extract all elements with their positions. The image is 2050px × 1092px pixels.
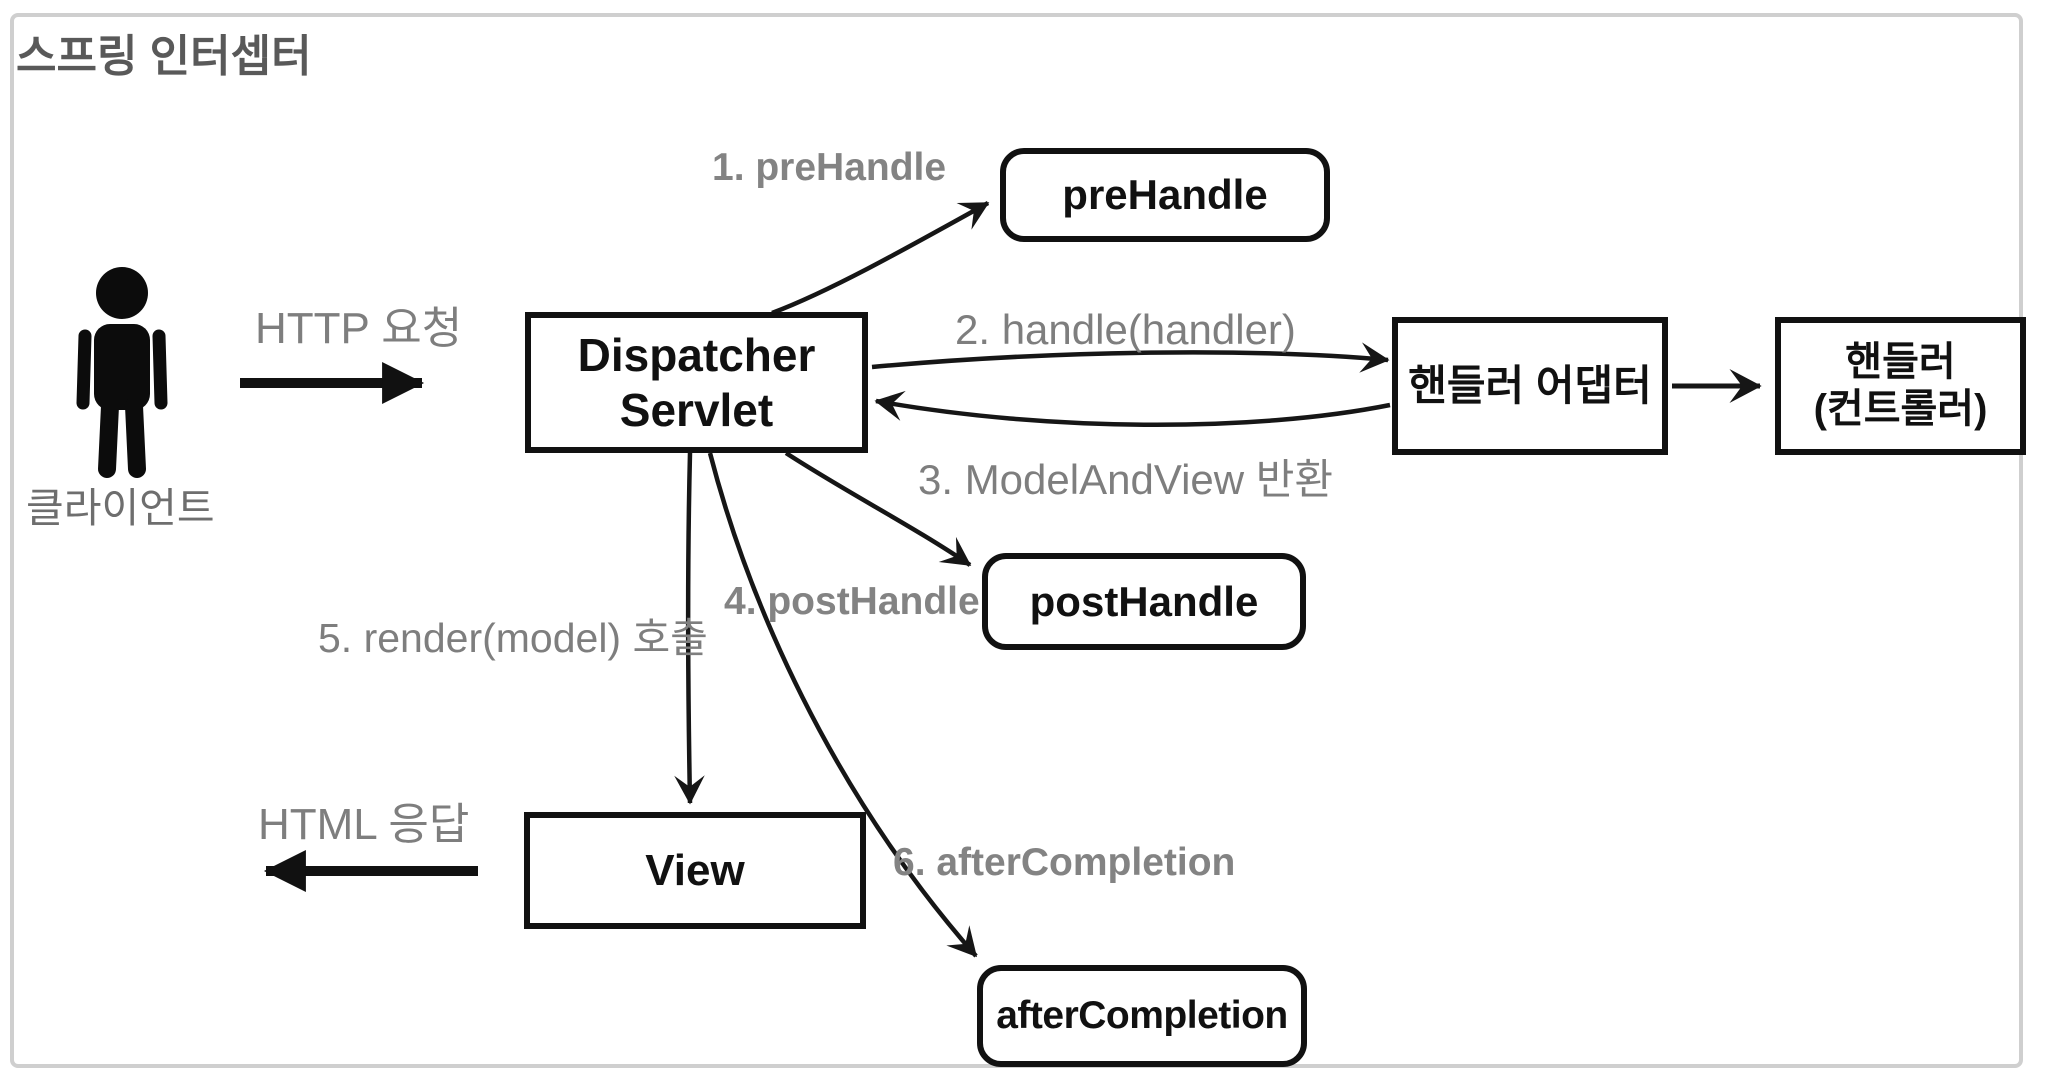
posthandle-label: postHandle: [1029, 577, 1259, 625]
aftercompletion-label: afterCompletion: [996, 993, 1288, 1037]
label-step3-modelandview: 3. ModelAndView 반환: [918, 456, 1334, 503]
node-posthandle: postHandle: [982, 553, 1306, 650]
label-step4-posthandle: 4. postHandle: [724, 580, 980, 623]
handler-adapter-label: 핸들러 어댑터: [1408, 362, 1652, 410]
node-dispatcher-servlet: Dispatcher Servlet: [525, 312, 868, 453]
label-step2-handle: 2. handle(handler): [955, 306, 1296, 353]
dispatcher-line1: Dispatcher: [577, 329, 816, 382]
label-html-response: HTML 응답: [258, 800, 470, 849]
arrow-step6-aftercompletion: [707, 452, 978, 958]
label-step6-aftercompletion: 6. afterCompletion: [893, 841, 1236, 884]
view-label: View: [645, 845, 745, 895]
node-view: View: [524, 812, 866, 929]
label-step5-render: 5. render(model) 호출: [318, 615, 708, 661]
node-handler-adapter: 핸들러 어댑터: [1392, 317, 1668, 455]
arrow-step5-render: [674, 452, 705, 805]
node-prehandle: preHandle: [1000, 148, 1330, 242]
arrow-step1-prehandle: [771, 201, 990, 316]
page-title: 스프링 인터셉터: [16, 32, 312, 81]
dispatcher-line2: Servlet: [619, 383, 774, 436]
arrow-step2-handle: [871, 342, 1390, 373]
arrow-step4-posthandle: [784, 451, 972, 567]
arrow-step3-modelandview: [874, 390, 1391, 428]
node-handler-controller: 핸들러 (컨트롤러): [1775, 317, 2026, 455]
label-step1-prehandle: 1. preHandle: [712, 146, 947, 189]
handler-line2: (컨트롤러): [1813, 387, 1988, 431]
node-aftercompletion: afterCompletion: [977, 965, 1307, 1067]
label-client: 클라이언트: [26, 485, 215, 531]
handler-line1: 핸들러: [1845, 339, 1956, 384]
prehandle-label: preHandle: [1062, 171, 1268, 219]
label-http-request: HTTP 요청: [255, 304, 463, 353]
person-icon: [76, 267, 168, 478]
